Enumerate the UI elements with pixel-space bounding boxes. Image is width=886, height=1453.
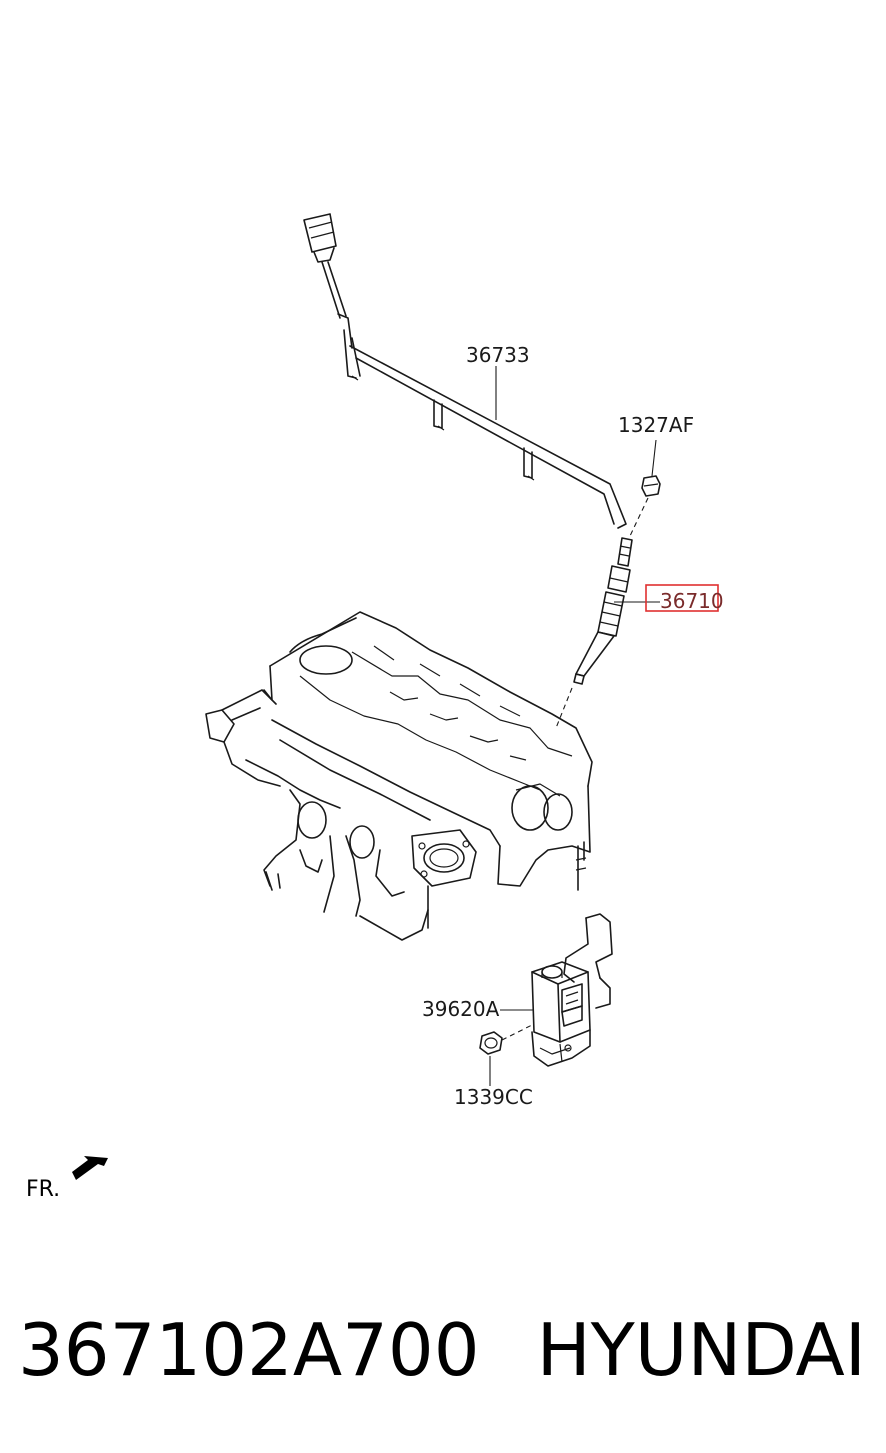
nut[interactable] — [479, 1031, 503, 1055]
part-number: 367102A700 — [18, 1308, 480, 1392]
brand-name: HYUNDAI — [536, 1308, 866, 1392]
nut-dashed-line — [501, 1023, 535, 1041]
bolt-dashed-line — [629, 497, 649, 537]
highlight-box — [645, 584, 719, 612]
glow-plug-dashed-line — [555, 687, 573, 729]
front-arrow-icon — [72, 1156, 108, 1180]
cylinder-head — [205, 611, 593, 941]
bolt-leader — [651, 439, 657, 477]
label-39620A: 39620A — [422, 997, 500, 1021]
label-1327AF: 1327AF — [618, 413, 694, 437]
wiring-harness[interactable] — [303, 213, 627, 529]
label-36733: 36733 — [466, 343, 530, 367]
label-1339CC: 1339CC — [454, 1085, 533, 1109]
front-marker-label: FR. — [26, 1177, 60, 1202]
glow-plug-controller[interactable] — [531, 913, 613, 1067]
glow-plug[interactable] — [573, 537, 633, 685]
bolt[interactable] — [641, 475, 661, 497]
label-36710[interactable]: 36710 — [660, 589, 724, 613]
